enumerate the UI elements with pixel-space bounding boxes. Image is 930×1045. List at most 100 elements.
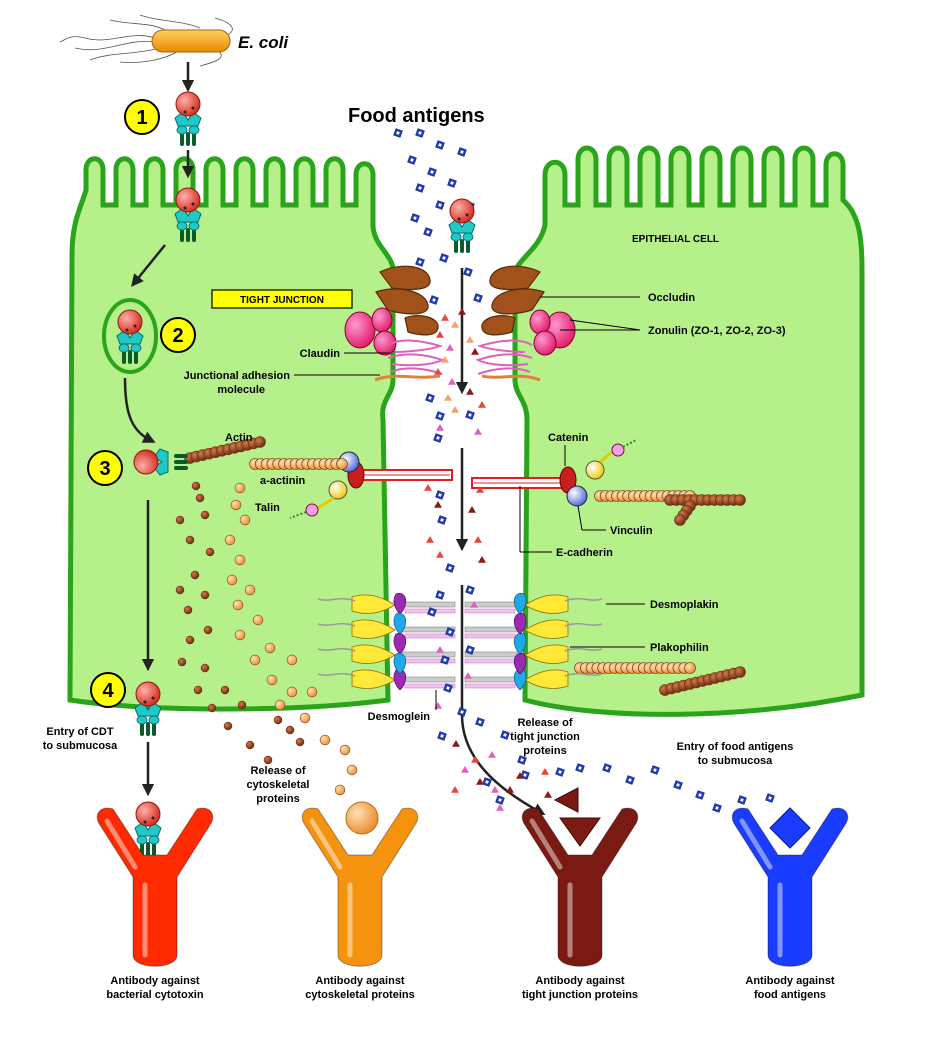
step-badge-3: 3 xyxy=(87,450,123,486)
cytotoxin-group xyxy=(116,91,476,856)
tight-junction-fragment-icon xyxy=(471,756,479,763)
tight-junction-fragment-icon xyxy=(436,424,444,431)
antibody-highlight xyxy=(739,818,773,870)
food-antigen-highlight xyxy=(413,216,417,220)
cytoskeletal-protein-dark xyxy=(223,721,233,731)
desmocollin-rod-left xyxy=(404,633,456,639)
occludin-label: Occludin xyxy=(648,292,695,304)
food-antigen-highlight xyxy=(768,796,772,800)
food-antigen-icon xyxy=(445,563,455,573)
e-coli-bacterium: E. coli xyxy=(59,14,289,67)
cytoskeletal-protein-dark xyxy=(177,657,187,667)
food-antigen-highlight xyxy=(468,648,472,652)
arrow-paracellular-3 xyxy=(460,585,546,816)
toxin-head xyxy=(175,91,201,117)
cytoskeletal-protein-light xyxy=(234,482,246,494)
receptor-lobe xyxy=(188,221,200,231)
tight-junction-fragment-icon xyxy=(496,804,504,811)
tight-junction-fragment-icon xyxy=(476,486,484,493)
cytoskeletal-protein-dark xyxy=(185,535,195,545)
cytoskeletal-protein-light xyxy=(286,686,298,698)
food-antigen-highlight xyxy=(468,588,472,592)
desmoglein-rod-left xyxy=(399,601,456,608)
cytoskeletal-protein-dark xyxy=(185,635,195,645)
tight-junction-label: TIGHT JUNCTION xyxy=(240,295,324,306)
intermediate-filament-right xyxy=(564,647,603,652)
receptor-stem xyxy=(186,132,190,146)
food-antigen-icon xyxy=(602,763,612,773)
cytoskeletal-protein-dark xyxy=(203,625,213,635)
receptor-stem xyxy=(180,132,184,146)
intermediate-filament-left xyxy=(317,672,356,677)
receptor-lobe xyxy=(148,835,160,845)
jam-label-line2: molecule xyxy=(217,384,265,396)
receptor-lobe xyxy=(450,232,462,242)
receptor-stem xyxy=(146,842,150,856)
receptor-stem xyxy=(186,228,190,242)
tight-junction-box xyxy=(211,289,353,309)
food-antigen-highlight xyxy=(478,720,482,724)
antibody-row xyxy=(96,807,849,967)
desmoplakin-plaque-left xyxy=(351,644,396,664)
antibody-body xyxy=(731,807,849,967)
toxin-icon-step1b xyxy=(174,187,202,242)
toxin-head xyxy=(117,309,143,335)
entry-food-line2: to submucosa xyxy=(698,755,773,767)
cytoskeletal-protein-light xyxy=(244,584,256,596)
food-antigen-icon xyxy=(410,213,420,223)
actin-bead-desmo-light xyxy=(684,662,696,674)
release-cyto-line2: cytoskeletal xyxy=(247,779,310,791)
tight-junction-antigen xyxy=(559,817,601,847)
desmoglein-rod-left xyxy=(399,676,456,683)
antibody-1-line2: bacterial cytotoxin xyxy=(106,989,203,1001)
intermediate-filament-right xyxy=(564,597,603,602)
cytoskeletal-protein-light xyxy=(252,614,264,626)
cytoskeletal-protein-light xyxy=(249,654,261,666)
food-antigen-highlight xyxy=(418,186,422,190)
receptor-stem xyxy=(454,239,458,253)
cytoskeletal-protein-light xyxy=(224,534,236,546)
entry-cdt-line2: to submucosa xyxy=(43,740,118,752)
food-antigen-highlight xyxy=(442,256,446,260)
toxin-dot xyxy=(191,106,195,110)
catenin-label: Catenin xyxy=(548,432,589,444)
food-antigen-highlight xyxy=(653,768,657,772)
e-cadherin-left xyxy=(359,469,453,481)
release-tj-line2: tight junction xyxy=(510,731,580,743)
food-antigen-icon xyxy=(407,155,417,165)
food-antigen-large xyxy=(769,807,811,849)
receptor-stem xyxy=(174,460,188,464)
antibody-icon-1 xyxy=(96,807,214,967)
toxin-head xyxy=(449,198,475,224)
antibody-4-line1: Antibody against xyxy=(745,975,835,987)
step-badge-1: 1 xyxy=(124,99,160,135)
food-antigen-highlight xyxy=(466,270,470,274)
food-antigen-highlight xyxy=(740,798,744,802)
release-cyto-line3: proteins xyxy=(256,793,299,805)
tight-junction-fragment-icon xyxy=(436,646,444,653)
tight-junction-fragment-icon xyxy=(451,786,459,793)
tight-junction-fragment-icon xyxy=(434,368,442,375)
actin-label: Actin xyxy=(225,432,253,444)
food-antigen-icon xyxy=(712,803,722,813)
food-antigen-highlight xyxy=(448,566,452,570)
antibody-2-line1: Antibody against xyxy=(315,975,405,987)
toxin-head xyxy=(133,449,159,475)
food-antigen-icon xyxy=(555,767,565,777)
tight-junction-fragment-icon xyxy=(441,314,449,321)
toxin-dot xyxy=(133,324,137,328)
cytoskeletal-protein-dark xyxy=(193,685,203,695)
toxin-dot xyxy=(183,206,187,210)
antibody-label-1: Antibody against bacterial cytotoxin xyxy=(106,975,203,1001)
a-actinin-sphere-right xyxy=(585,460,605,480)
food-antigen-highlight xyxy=(558,770,562,774)
food-antigen-icon xyxy=(517,755,527,765)
occludin-left xyxy=(375,265,439,336)
antibody-icon-3 xyxy=(521,807,639,967)
cytoskeletal-antigen xyxy=(345,801,379,835)
cytoskeletal-protein-dark xyxy=(237,700,247,710)
tight-junction-fragment-icon xyxy=(474,536,482,543)
cytoskeletal-protein-dark xyxy=(191,481,201,491)
food-antigen-icon xyxy=(393,128,403,138)
